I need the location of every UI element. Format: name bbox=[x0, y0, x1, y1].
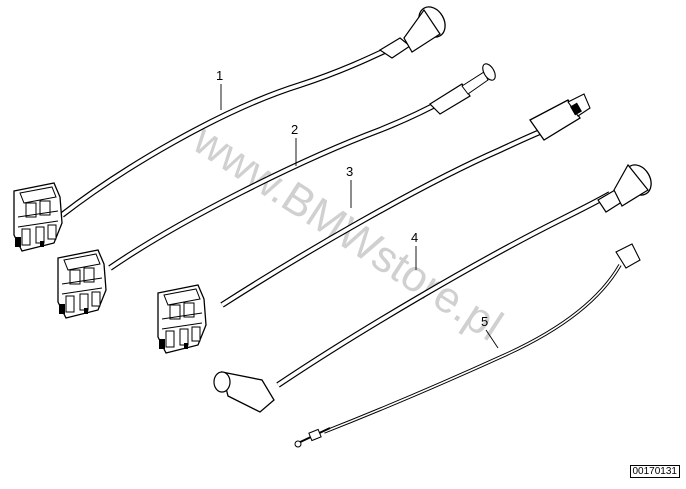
diagram-id-label: 00170131 bbox=[629, 465, 680, 478]
callout-5: 5 bbox=[481, 314, 488, 329]
cable-4 bbox=[213, 163, 652, 413]
callout-4: 4 bbox=[411, 230, 418, 245]
cable-3 bbox=[157, 93, 591, 354]
cable-1 bbox=[13, 6, 446, 252]
cable-2 bbox=[57, 63, 496, 319]
callout-1: 1 bbox=[216, 68, 223, 83]
cable-5 bbox=[294, 243, 641, 448]
callout-3: 3 bbox=[346, 164, 353, 179]
leader-lines bbox=[220, 84, 499, 349]
callout-2: 2 bbox=[291, 122, 298, 137]
